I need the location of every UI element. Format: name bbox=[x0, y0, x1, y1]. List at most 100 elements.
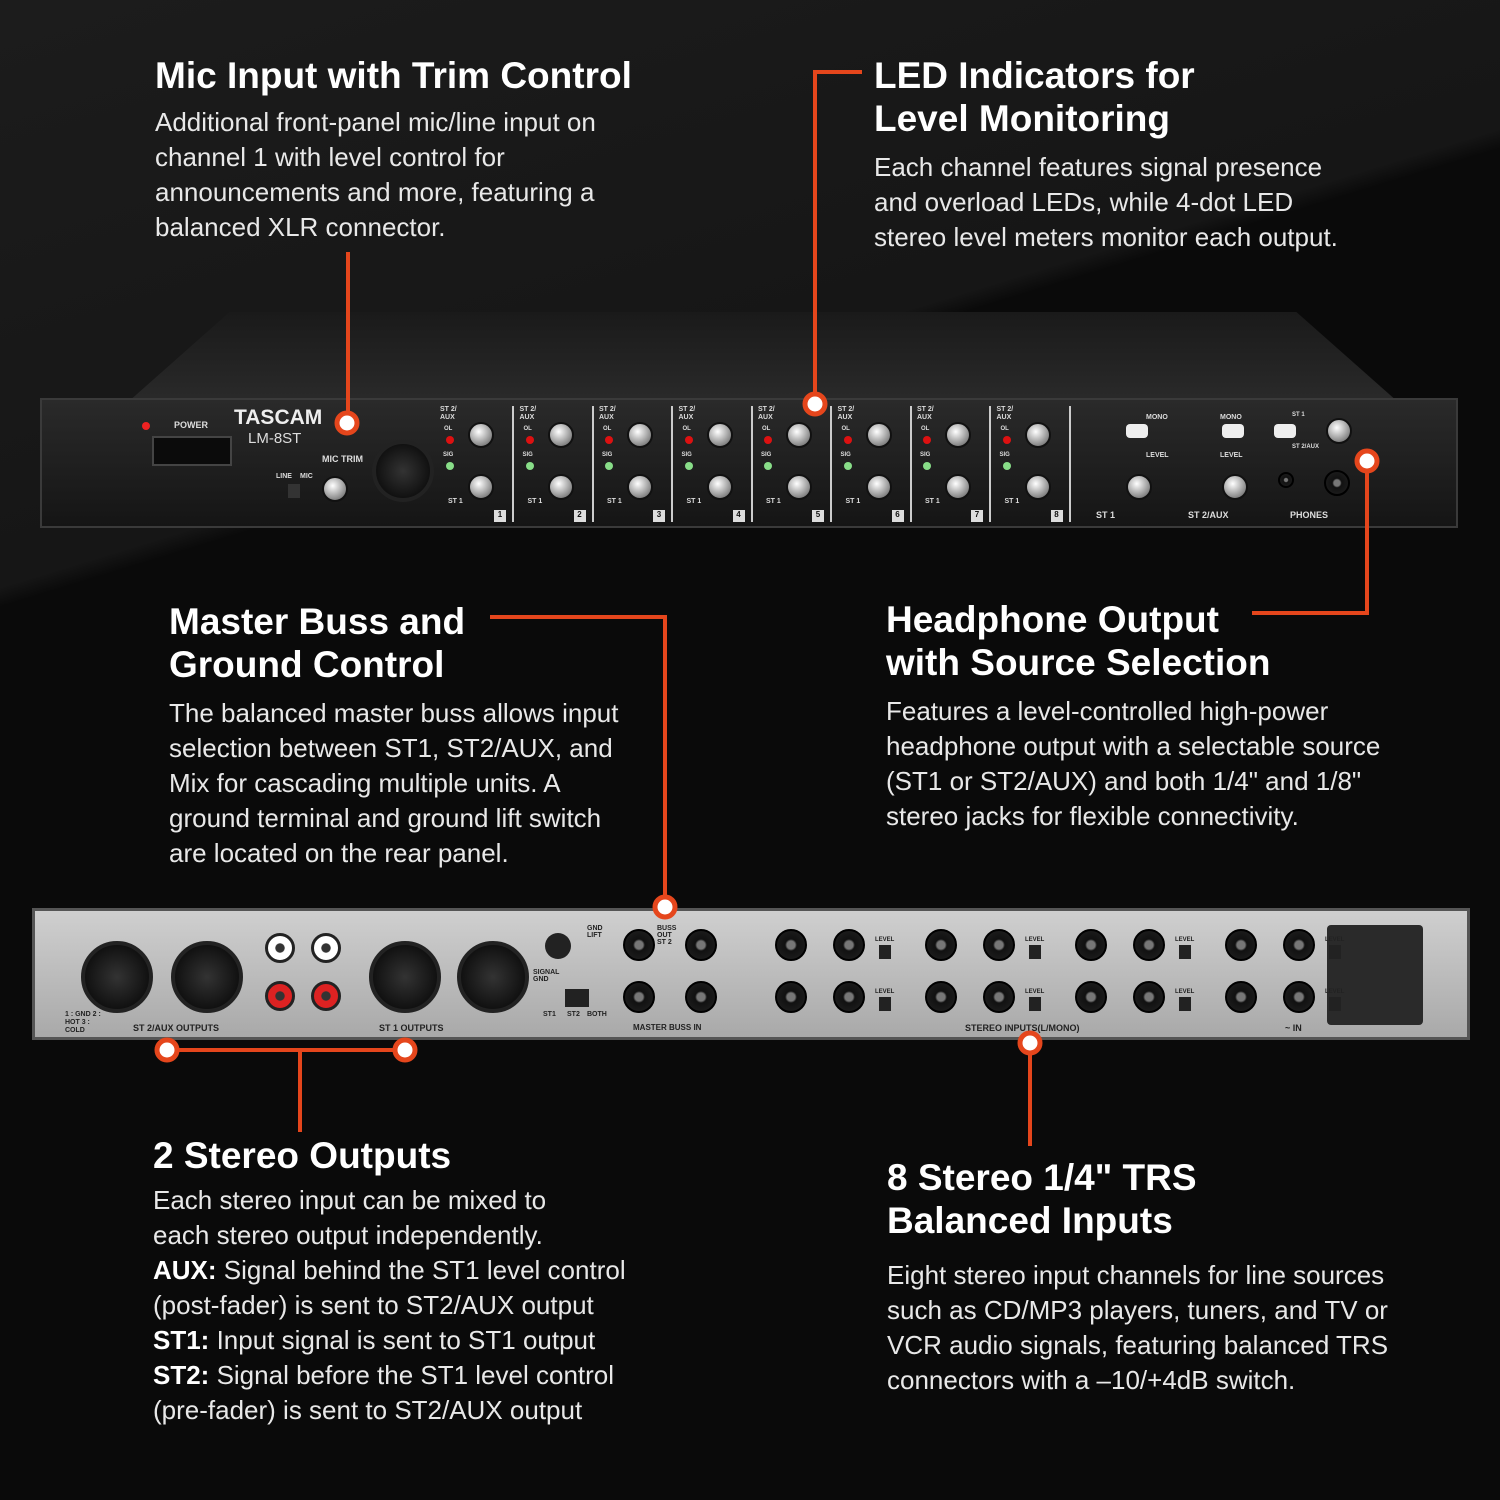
channel-number: 8 bbox=[1050, 510, 1063, 522]
level-switch[interactable] bbox=[1329, 945, 1341, 959]
ch-st1-label: ST 1 bbox=[527, 498, 543, 505]
stereo-input-jack-r[interactable] bbox=[775, 981, 807, 1013]
ol-label: OL bbox=[921, 426, 930, 432]
rca-l-1[interactable] bbox=[265, 933, 295, 963]
sig-led bbox=[843, 462, 852, 470]
stereo-input-jack-l[interactable] bbox=[833, 981, 865, 1013]
level-switch[interactable] bbox=[879, 945, 891, 959]
channel-number: 7 bbox=[971, 510, 983, 522]
ol-label: OL bbox=[841, 426, 850, 432]
ch-st1-knob[interactable] bbox=[706, 474, 733, 500]
ch-st1-knob[interactable] bbox=[786, 474, 812, 500]
ch-st1-knob[interactable] bbox=[627, 474, 653, 500]
sig-led bbox=[684, 462, 693, 470]
ch-st1-knob[interactable] bbox=[468, 474, 494, 500]
led-leader-line bbox=[813, 70, 862, 394]
sig-label: SIG bbox=[999, 452, 1010, 458]
stereo-input-jack-l[interactable] bbox=[833, 929, 865, 961]
stereo-input-jack-r[interactable] bbox=[1075, 929, 1107, 961]
master-buss-in-label: MASTER BUSS IN bbox=[633, 1023, 702, 1032]
ch-st2-label: ST 2/ AUX bbox=[599, 406, 616, 421]
stereo-input-jack-l[interactable] bbox=[1283, 929, 1315, 961]
st1-level-knob[interactable] bbox=[1126, 474, 1152, 500]
level-switch[interactable] bbox=[879, 997, 891, 1011]
st1-output-xlr-l[interactable] bbox=[457, 941, 529, 1013]
stereo-input-jack-r[interactable] bbox=[775, 929, 807, 961]
outputs-marker-2 bbox=[392, 1037, 418, 1063]
ch-st2-knob[interactable] bbox=[1024, 422, 1051, 448]
stereo-input-jack-r[interactable] bbox=[925, 929, 957, 961]
level-label: LEVEL bbox=[1146, 452, 1169, 459]
callout-headphone-title-2: with Source Selection bbox=[886, 642, 1271, 683]
stereo-input-jack-r[interactable] bbox=[925, 981, 957, 1013]
ch-st2-knob[interactable] bbox=[865, 422, 892, 448]
level-switch[interactable] bbox=[1029, 945, 1041, 959]
hp-jack-quarter[interactable] bbox=[1324, 470, 1350, 496]
ch-st1-label: ST 1 bbox=[1004, 498, 1020, 505]
callout-inputs-title-2: Balanced Inputs bbox=[887, 1200, 1173, 1241]
buss-out-r[interactable] bbox=[623, 929, 655, 961]
ch-st2-knob[interactable] bbox=[547, 422, 574, 448]
ch-st1-knob[interactable] bbox=[865, 474, 892, 500]
st1-mono-button[interactable] bbox=[1126, 424, 1148, 438]
led-marker bbox=[802, 391, 828, 417]
level-switch-label: LEVEL bbox=[1175, 937, 1195, 943]
ground-lift-switch[interactable] bbox=[565, 989, 589, 1007]
ch-st1-knob[interactable] bbox=[547, 474, 574, 500]
ch-st2-knob[interactable] bbox=[627, 422, 653, 448]
rca-r-1[interactable] bbox=[265, 981, 295, 1011]
gnd-lift-label: GND LIFT bbox=[587, 925, 603, 939]
st2-output-xlr-r[interactable] bbox=[81, 941, 153, 1013]
stereo-input-jack-l[interactable] bbox=[1283, 981, 1315, 1013]
stereo-input-jack-l[interactable] bbox=[983, 929, 1015, 961]
hp-st1-label: ST 1 bbox=[1292, 412, 1305, 418]
stereo-input-jack-l[interactable] bbox=[1133, 929, 1165, 961]
mic-xlr-input[interactable] bbox=[372, 440, 434, 502]
stereo-input-jack-r[interactable] bbox=[1225, 981, 1257, 1013]
rca-r-2[interactable] bbox=[311, 981, 341, 1011]
ch-st2-knob[interactable] bbox=[706, 422, 733, 448]
buss-in-r[interactable] bbox=[623, 981, 655, 1013]
outputs-leader-line bbox=[177, 1048, 395, 1132]
stereo-input-jack-l[interactable] bbox=[1133, 981, 1165, 1013]
st2-output-xlr-l[interactable] bbox=[171, 941, 243, 1013]
callout-mic-body: Additional front-panel mic/line input on… bbox=[155, 107, 596, 242]
buss-out-l[interactable] bbox=[685, 929, 717, 961]
ground-terminal[interactable] bbox=[545, 933, 571, 959]
hp-level-knob[interactable] bbox=[1326, 418, 1352, 444]
power-switch[interactable] bbox=[152, 436, 232, 466]
st1-label: ST1: bbox=[153, 1325, 210, 1355]
st2-level-knob[interactable] bbox=[1222, 474, 1248, 500]
level-switch[interactable] bbox=[1179, 997, 1191, 1011]
ch-st2-knob[interactable] bbox=[786, 422, 812, 448]
stereo-input-jack-r[interactable] bbox=[1225, 929, 1257, 961]
callout-inputs-body: Eight stereo input channels for line sou… bbox=[887, 1260, 1389, 1395]
st1-output-xlr-r[interactable] bbox=[369, 941, 441, 1013]
ch-st2-knob[interactable] bbox=[945, 422, 971, 448]
ac-power-inlet[interactable] bbox=[1327, 925, 1423, 1025]
ol-label: OL bbox=[762, 426, 771, 432]
mic-trim-knob[interactable] bbox=[322, 476, 348, 502]
ol-label: OL bbox=[603, 426, 612, 432]
ch-st1-knob[interactable] bbox=[945, 474, 971, 500]
st2-mono-button[interactable] bbox=[1222, 424, 1244, 438]
level-switch-label: LEVEL bbox=[1025, 937, 1045, 943]
rca-l-2[interactable] bbox=[311, 933, 341, 963]
hp-jack-eighth[interactable] bbox=[1278, 472, 1294, 488]
stereo-input-jack-r[interactable] bbox=[1075, 981, 1107, 1013]
stereo-input-jack-l[interactable] bbox=[983, 981, 1015, 1013]
level-switch[interactable] bbox=[1029, 997, 1041, 1011]
buss-in-l[interactable] bbox=[685, 981, 717, 1013]
st2-outputs-label: ST 2/AUX OUTPUTS bbox=[133, 1023, 220, 1033]
ch-st2-knob[interactable] bbox=[468, 422, 494, 448]
ol-label: OL bbox=[523, 426, 532, 432]
level-switch[interactable] bbox=[1329, 997, 1341, 1011]
callout-mic-title: Mic Input with Trim Control bbox=[155, 55, 632, 96]
sig-led bbox=[605, 462, 613, 470]
ch-st1-knob[interactable] bbox=[1024, 474, 1051, 500]
line-mic-switch[interactable] bbox=[288, 484, 300, 498]
level-switch[interactable] bbox=[1179, 945, 1191, 959]
ch-st1-label: ST 1 bbox=[925, 498, 940, 505]
hp-source-button[interactable] bbox=[1274, 424, 1296, 438]
ch-st2-label: ST 2/ AUX bbox=[996, 406, 1014, 421]
